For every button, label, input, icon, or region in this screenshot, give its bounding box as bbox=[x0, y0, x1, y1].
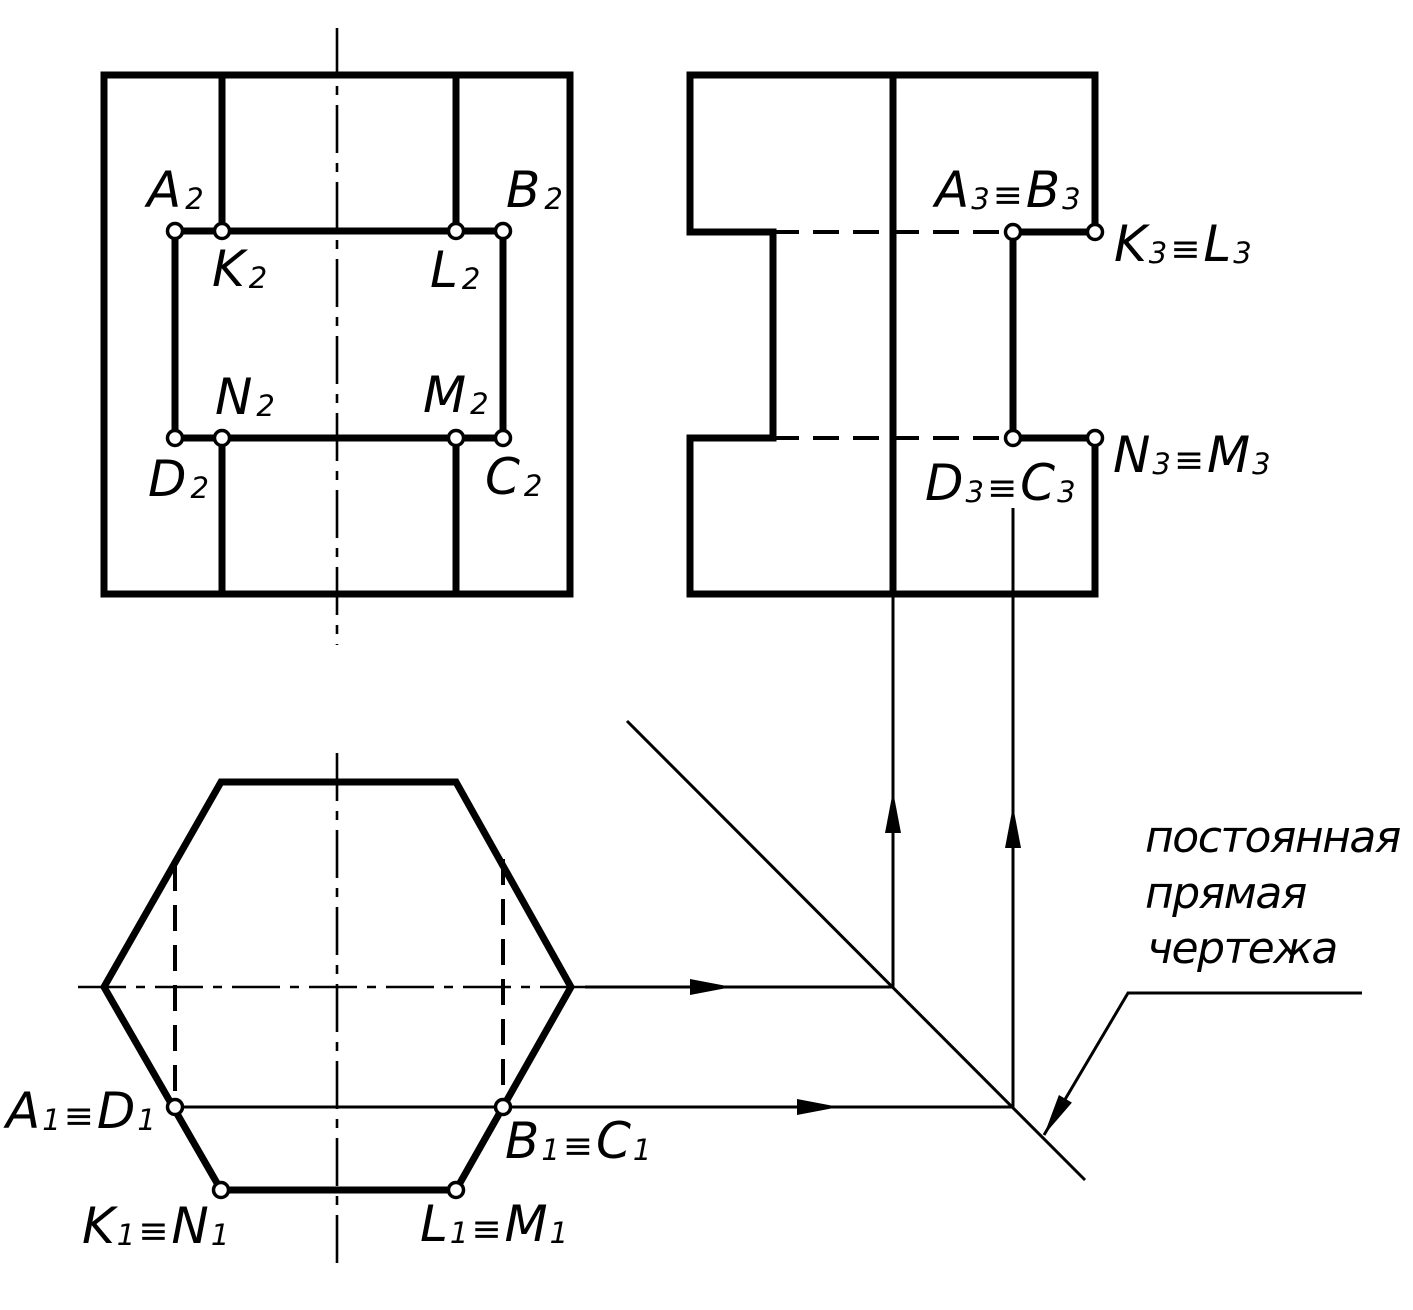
point-markers bbox=[165, 221, 1105, 1200]
front-cut-outline bbox=[171, 227, 507, 442]
point-b2 bbox=[493, 221, 513, 241]
construction-lines bbox=[175, 508, 1362, 1182]
arrowhead-up-2 bbox=[1005, 806, 1021, 848]
label-d3c3: D3≡C3 bbox=[925, 454, 1076, 512]
label-a1d1: A1≡D1 bbox=[3, 1082, 156, 1140]
arrowhead-leader bbox=[1044, 1095, 1072, 1135]
point-k1n1 bbox=[211, 1180, 231, 1200]
label-b1c1: B1≡C1 bbox=[505, 1112, 651, 1170]
point-l2 bbox=[446, 221, 466, 241]
45-degree-line bbox=[625, 719, 1087, 1182]
arrowhead-up-1 bbox=[885, 791, 901, 833]
annotation-line-1: постоянная bbox=[1145, 812, 1401, 863]
point-m3 bbox=[1085, 428, 1105, 448]
point-a1d1 bbox=[165, 1097, 185, 1117]
point-d2 bbox=[165, 428, 185, 448]
leader-line bbox=[1042, 991, 1362, 1136]
point-a2 bbox=[165, 221, 185, 241]
annotation-line-2: прямая bbox=[1145, 868, 1307, 919]
point-m2 bbox=[446, 428, 466, 448]
point-c2 bbox=[493, 428, 513, 448]
point-n2 bbox=[212, 428, 232, 448]
point-b1c1 bbox=[493, 1097, 513, 1117]
profile-view bbox=[686, 71, 1099, 598]
label-k3l3: K3≡L3 bbox=[1114, 215, 1252, 273]
arrowhead-right-2 bbox=[797, 1099, 839, 1115]
front-view-outline bbox=[100, 71, 574, 598]
label-l1m1: L1≡M1 bbox=[420, 1195, 568, 1253]
point-n3 bbox=[1003, 428, 1023, 448]
label-n3m3: N3≡M3 bbox=[1113, 426, 1271, 484]
label-k1n1: K1≡N1 bbox=[82, 1197, 229, 1255]
point-l1m1 bbox=[446, 1180, 466, 1200]
front-view bbox=[100, 28, 574, 645]
point-l3 bbox=[1085, 222, 1105, 242]
top-view bbox=[78, 753, 590, 1266]
point-k3 bbox=[1003, 222, 1023, 242]
label-a3b3: A3≡B3 bbox=[932, 161, 1081, 219]
point-k2 bbox=[212, 221, 232, 241]
arrowhead-right-1 bbox=[690, 979, 732, 995]
annotation-line-3: чертежа bbox=[1147, 923, 1337, 974]
